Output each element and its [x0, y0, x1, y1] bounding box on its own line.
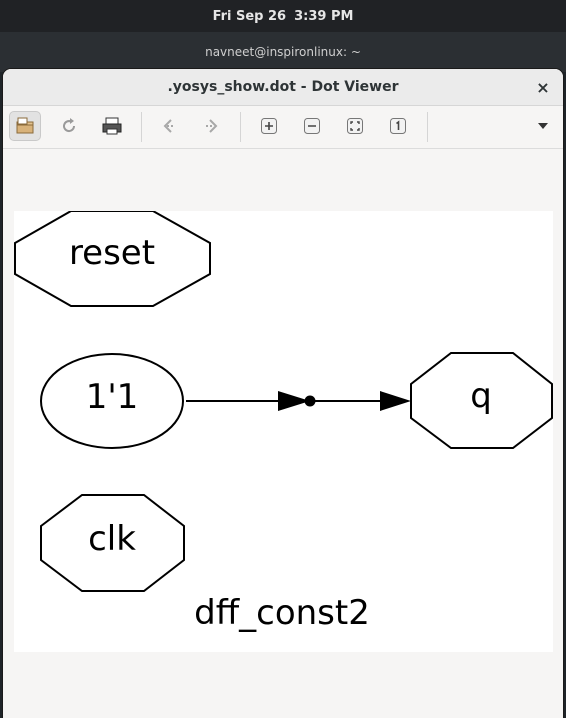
arrowhead-2 — [380, 391, 411, 411]
zoom-100-icon — [390, 118, 406, 134]
q-node-label: q — [470, 376, 492, 416]
dot-viewer-window: .yosys_show.dot - Dot Viewer × — [3, 69, 563, 718]
reload-button[interactable] — [53, 111, 85, 141]
zoom-out-icon — [304, 118, 320, 134]
window-titlebar[interactable]: .yosys_show.dot - Dot Viewer × — [3, 69, 563, 106]
clock-time[interactable]: 3:39 PM — [294, 8, 354, 24]
graph-view[interactable]: reset 1'1 q clk dff_const2 — [14, 211, 553, 652]
reset-node[interactable] — [14, 211, 211, 307]
close-button[interactable]: × — [533, 77, 553, 97]
terminal-title: navneet@inspironlinux: ~ — [205, 45, 361, 59]
graph-canvas[interactable]: reset 1'1 q clk dff_const2 — [3, 149, 563, 718]
zoom-in-icon — [261, 118, 277, 134]
print-icon — [102, 117, 122, 135]
menu-dropdown-icon — [538, 123, 548, 129]
toolbar-separator — [240, 112, 241, 142]
arrowhead-1 — [278, 391, 310, 411]
reload-icon — [63, 118, 76, 133]
clk-node[interactable] — [40, 494, 185, 592]
forward-icon — [206, 119, 218, 133]
graph-svg: reset 1'1 q clk dff_const2 — [14, 211, 553, 633]
forward-button[interactable] — [196, 111, 228, 141]
zoom-out-button[interactable] — [296, 111, 328, 141]
clock-date[interactable]: Fri Sep 26 — [212, 8, 287, 24]
toolbar — [3, 106, 563, 149]
print-button[interactable] — [96, 111, 128, 141]
q-node[interactable] — [410, 352, 553, 449]
zoom-in-button[interactable] — [253, 111, 285, 141]
background-terminal-titlebar: navneet@inspironlinux: ~ — [0, 32, 566, 72]
close-icon: × — [536, 77, 550, 97]
open-button[interactable] — [9, 111, 41, 141]
zoom-100-button[interactable] — [382, 111, 414, 141]
zoom-fit-button[interactable] — [339, 111, 371, 141]
menu-dropdown-button[interactable] — [527, 111, 559, 141]
clk-node-label: clk — [88, 519, 136, 559]
graph-caption: dff_const2 — [194, 593, 370, 633]
window-title: .yosys_show.dot - Dot Viewer — [167, 79, 399, 95]
zoom-fit-icon — [347, 118, 363, 134]
back-button[interactable] — [153, 111, 185, 141]
open-icon — [16, 117, 34, 134]
constant-node-label: 1'1 — [86, 377, 139, 417]
reset-node-label: reset — [69, 233, 155, 273]
toolbar-separator — [427, 112, 428, 142]
system-top-bar: Fri Sep 26 3:39 PM — [0, 0, 566, 32]
toolbar-separator — [141, 112, 142, 142]
back-icon — [163, 119, 175, 133]
constant-node[interactable] — [40, 353, 184, 449]
